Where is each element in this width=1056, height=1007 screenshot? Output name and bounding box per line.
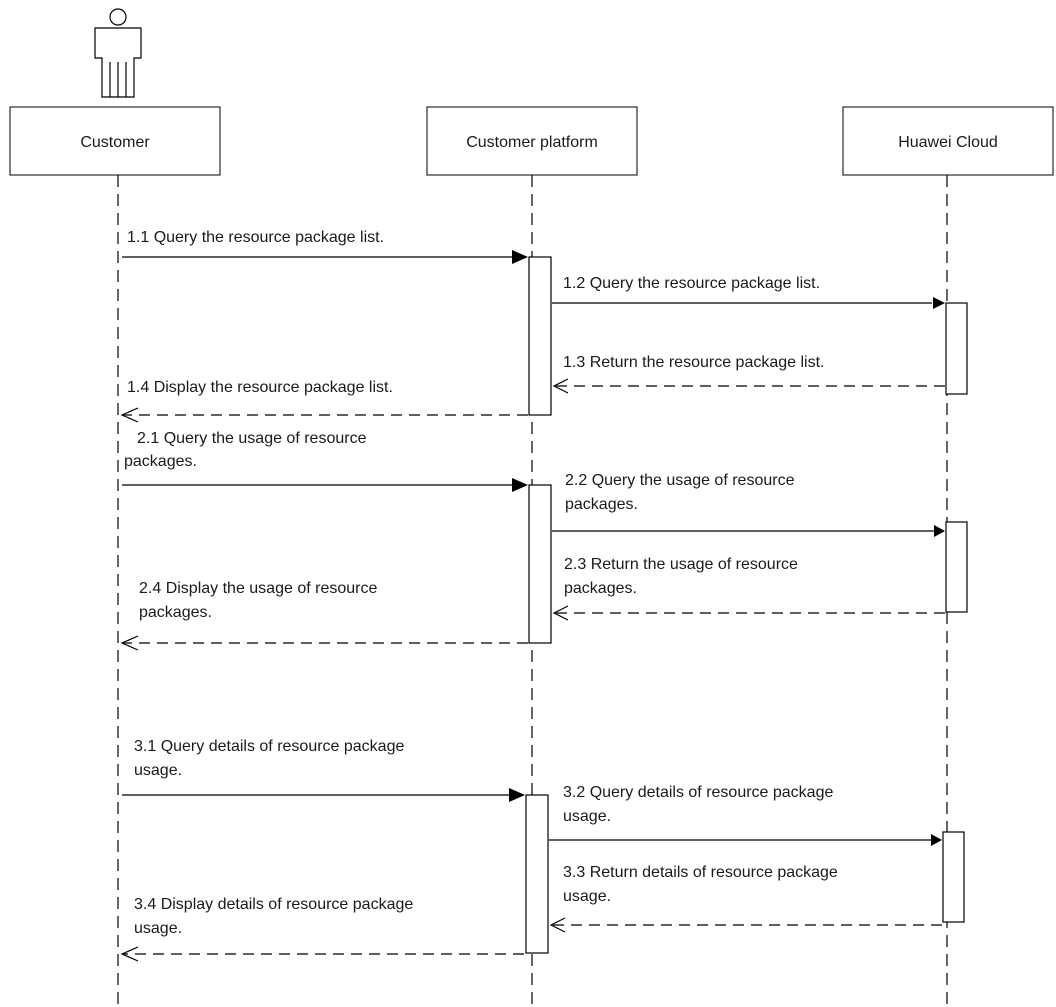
- activation-cloud-1: [945, 302, 968, 395]
- message-1-2: 1.2 Query the resource package list.: [552, 275, 945, 309]
- message-1-1-label: 1.1 Query the resource package list.: [127, 229, 384, 246]
- message-2-2: 2.2 Query the usage of resource packages…: [552, 472, 945, 537]
- message-2-3: 2.3 Return the usage of resource package…: [552, 556, 945, 621]
- activation-cloud-3: [942, 831, 965, 923]
- message-3-3-label: 3.3 Return details of resource package u…: [563, 864, 842, 905]
- message-3-1: 3.1 Query details of resource package us…: [122, 738, 525, 802]
- participant-customer-label: Customer: [80, 134, 150, 151]
- activation-cloud-2: [945, 521, 968, 613]
- activation-platform-1: [528, 256, 552, 416]
- message-3-1-label: 3.1 Query details of resource package us…: [134, 738, 409, 779]
- message-2-1-label: 2.1 Query the usage of resource packages…: [124, 430, 371, 470]
- message-3-3: 3.3 Return details of resource package u…: [549, 864, 942, 933]
- customer-actor-icon: [94, 8, 142, 98]
- message-1-4: 1.4 Display the resource package list.: [120, 379, 528, 423]
- message-2-1: 2.1 Query the usage of resource packages…: [122, 430, 528, 492]
- message-3-2-label: 3.2 Query details of resource package us…: [563, 784, 838, 825]
- message-2-4-label: 2.4 Display the usage of resource packag…: [139, 580, 382, 621]
- participant-platform: Customer platform: [426, 106, 638, 176]
- message-2-2-label: 2.2 Query the usage of resource packages…: [565, 472, 799, 513]
- message-1-3-label: 1.3 Return the resource package list.: [563, 354, 824, 371]
- message-2-3-label: 2.3 Return the usage of resource package…: [564, 556, 802, 597]
- activation-platform-2: [528, 484, 552, 644]
- participant-customer: Customer: [9, 106, 221, 176]
- message-1-3: 1.3 Return the resource package list.: [552, 354, 945, 394]
- message-1-2-label: 1.2 Query the resource package list.: [563, 275, 820, 292]
- participant-cloud-label: Huawei Cloud: [898, 134, 998, 151]
- activation-platform-3: [525, 794, 549, 954]
- message-3-2: 3.2 Query details of resource package us…: [549, 784, 942, 846]
- message-1-4-label: 1.4 Display the resource package list.: [127, 379, 393, 396]
- participant-cloud: Huawei Cloud: [842, 106, 1054, 176]
- message-3-4-label: 3.4 Display details of resource package …: [134, 896, 418, 937]
- message-3-4: 3.4 Display details of resource package …: [120, 896, 524, 962]
- message-1-1: 1.1 Query the resource package list.: [122, 229, 528, 264]
- message-2-4: 2.4 Display the usage of resource packag…: [120, 580, 528, 651]
- participant-platform-label: Customer platform: [466, 134, 598, 151]
